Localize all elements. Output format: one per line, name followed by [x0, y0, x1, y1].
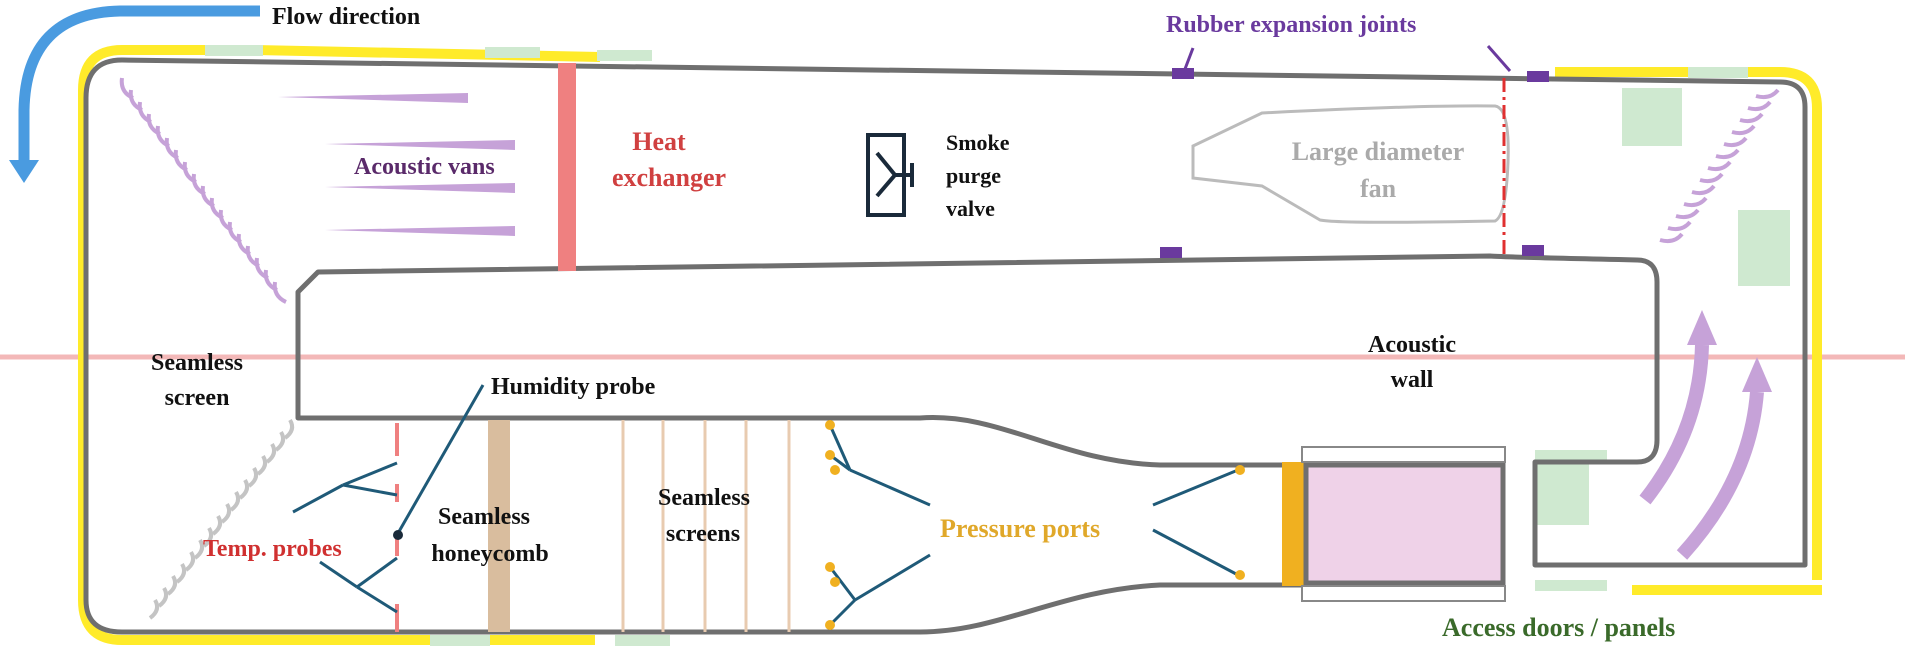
- pressure-port-dots: [825, 420, 1245, 630]
- smoke-purge-valve-icon: [866, 133, 914, 217]
- flow-direction-arrow: [9, 5, 260, 183]
- label-smoke-purge-valve-1: Smoke: [946, 130, 1010, 155]
- label-seamless-honeycomb-2: honeycomb: [431, 541, 548, 567]
- seamless-screens: [621, 420, 791, 632]
- label-temp-probes: Temp. probes: [203, 536, 342, 562]
- label-rubber-expansion-joints: Rubber expansion joints: [1166, 12, 1416, 38]
- label-large-diameter-fan-2: fan: [1360, 174, 1397, 203]
- label-acoustic-wall-1: Acoustic: [1368, 332, 1456, 358]
- return-flow-arrows: [1639, 310, 1772, 560]
- acoustic-vane-arcs-bottom-left: [148, 418, 295, 620]
- label-heat-exchanger-1: Heat: [632, 127, 686, 156]
- test-section: [1282, 446, 1506, 602]
- acoustic-vane-arcs-top-right: [1659, 88, 1780, 244]
- rubber-expansion-joints: [1160, 45, 1549, 258]
- label-acoustic-wall-2: wall: [1391, 367, 1434, 393]
- label-heat-exchanger-2: exchanger: [612, 163, 726, 192]
- label-seamless-screens-1: Seamless: [658, 485, 750, 511]
- label-seamless-honeycomb-1: Seamless: [438, 504, 530, 530]
- duct-walls: [83, 57, 1808, 635]
- label-smoke-purge-valve-3: valve: [946, 196, 995, 221]
- label-seamless-screen-1: Seamless: [151, 350, 243, 376]
- label-access-doors-panels: Access doors / panels: [1442, 613, 1675, 642]
- label-seamless-screen-2: screen: [165, 385, 230, 411]
- label-humidity-probe: Humidity probe: [491, 374, 656, 400]
- label-flow-direction: Flow direction: [272, 4, 420, 30]
- acoustic-vane-arcs-top-left: [119, 77, 287, 304]
- label-pressure-ports: Pressure ports: [940, 514, 1100, 543]
- label-acoustic-vans: Acoustic vans: [354, 154, 495, 180]
- large-diameter-fan: [1191, 104, 1510, 224]
- outer-panel-border: [78, 45, 1822, 645]
- label-seamless-screens-2: screens: [666, 521, 740, 547]
- seamless-honeycomb: [488, 420, 510, 632]
- label-large-diameter-fan-1: Large diameter: [1292, 137, 1465, 166]
- access-door-panels: [205, 45, 1790, 646]
- heat-exchanger: [558, 63, 576, 271]
- humidity-probe-tip: [393, 530, 403, 540]
- probe-leader-lines: [292, 384, 1239, 627]
- acoustic-vanes-straight: [278, 93, 515, 236]
- label-smoke-purge-valve-2: purge: [946, 163, 1001, 188]
